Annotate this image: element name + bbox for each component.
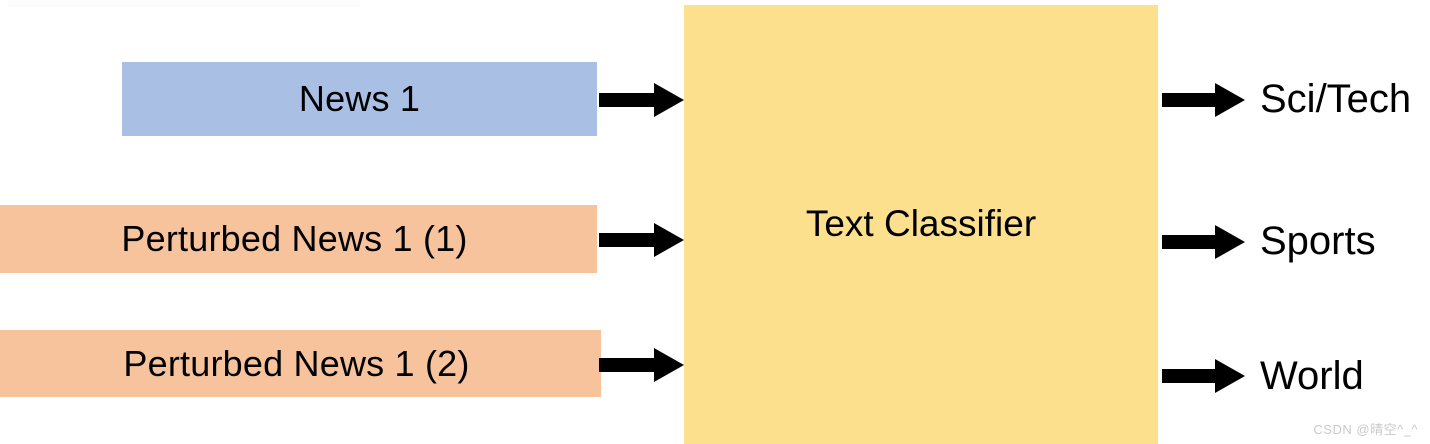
text-classifier-box: Text Classifier (684, 5, 1158, 444)
arrow-perturbed-news-1-1-to-classifier-icon (599, 222, 685, 258)
arrow-classifier-to-sci-tech-icon (1162, 82, 1246, 118)
output-label-sci-tech: Sci/Tech (1260, 77, 1412, 121)
background-artifact-strip (8, 0, 360, 7)
arrow-classifier-to-sports-icon (1162, 224, 1246, 260)
input-box-perturbed-news-1-1: Perturbed News 1 (1) (0, 205, 597, 273)
output-label-world: World (1260, 354, 1364, 398)
text-classifier-label: Text Classifier (805, 202, 1037, 244)
arrow-classifier-to-world-icon (1162, 358, 1246, 394)
arrow-perturbed-news-1-2-to-classifier-icon (599, 347, 685, 383)
input-box-news-1: News 1 (122, 62, 597, 136)
input-box-perturbed-news-1-1-label: Perturbed News 1 (1) (121, 218, 468, 259)
arrow-news-1-to-classifier-icon (599, 82, 685, 118)
input-box-perturbed-news-1-2: Perturbed News 1 (2) (0, 330, 601, 397)
output-label-sports: Sports (1260, 219, 1376, 263)
input-box-perturbed-news-1-2-label: Perturbed News 1 (2) (123, 342, 470, 384)
input-box-news-1-label: News 1 (298, 78, 421, 119)
csdn-watermark: CSDN @晴空^_^ (1313, 422, 1418, 437)
